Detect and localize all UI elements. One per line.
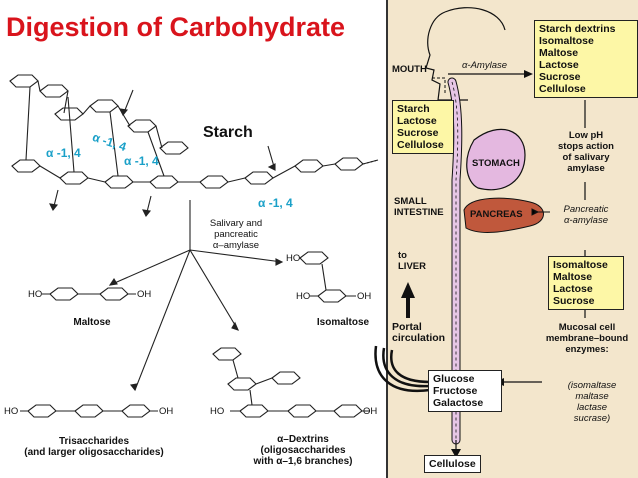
isomaltose-label: Isomaltose xyxy=(316,317,370,328)
glucose-ring xyxy=(271,371,301,385)
dextrins-label: α–Dextrins (oligosaccharides with α–1,6 … xyxy=(253,434,353,467)
to-liver-label: to LIVER xyxy=(398,250,426,272)
monosaccharides-box: Glucose Fructose Galactose xyxy=(428,370,502,412)
glucose-ring xyxy=(294,159,324,173)
glucose-ring xyxy=(287,404,317,418)
enzyme-label: Salivary and pancreatic α–amylase xyxy=(209,218,263,251)
oh-label: OH xyxy=(357,291,372,302)
glucose-ring xyxy=(27,404,57,418)
mouth-contents-box: Starch Lactose Sucrose Cellulose xyxy=(392,100,454,154)
alpha-1-4-label: α -1, 4 xyxy=(46,146,81,160)
portal-circulation-label: Portal circulation xyxy=(392,321,446,344)
disaccharides-box: Isomaltose Maltose Lactose Sucrose xyxy=(548,256,624,310)
mouth-label: MOUTH xyxy=(392,64,427,75)
oh-label: OH xyxy=(363,406,378,417)
alpha-1-4-label: α -1, 4 xyxy=(124,154,159,168)
oh-label: OH xyxy=(159,406,174,417)
ho-label: HO xyxy=(28,289,43,300)
glucose-ring xyxy=(49,287,79,301)
glucose-ring xyxy=(317,289,347,303)
pancreas-label: PANCREAS xyxy=(470,209,523,220)
ho-label: HO xyxy=(286,253,301,264)
page-title: Digestion of Carbohydrate xyxy=(6,12,346,42)
glucose-ring xyxy=(199,175,229,189)
glucose-ring xyxy=(39,84,69,98)
trisaccharides-label: Trisaccharides (and larger oligosacchari… xyxy=(24,436,164,458)
glucose-ring xyxy=(127,119,157,133)
glucose-ring xyxy=(334,157,364,171)
glucose-ring xyxy=(299,251,329,265)
maltose-label: Maltose xyxy=(73,317,111,328)
glucose-ring xyxy=(89,99,119,113)
starch-label: Starch xyxy=(203,124,253,141)
glucose-ring xyxy=(333,404,363,418)
glucose-ring xyxy=(244,171,274,185)
mucosal-enzyme-list: (isomaltase maltase lactase sucrase) xyxy=(567,380,617,424)
glucose-ring xyxy=(212,347,242,361)
low-ph-note: Low pH stops action of salivary amylase xyxy=(558,130,614,174)
glucose-ring xyxy=(9,74,39,88)
oh-label: OH xyxy=(137,289,152,300)
small-intestine-label: SMALL INTESTINE xyxy=(394,196,444,218)
glucose-ring xyxy=(59,171,89,185)
glucose-ring xyxy=(104,175,134,189)
cellulose-box: Cellulose xyxy=(424,455,481,473)
glucose-ring xyxy=(239,404,269,418)
starch-dextrins-box: Starch dextrins Isomaltose Maltose Lacto… xyxy=(534,20,638,98)
stomach-label: STOMACH xyxy=(472,158,520,169)
ho-label: HO xyxy=(4,406,19,417)
alpha-amylase-label: α-Amylase xyxy=(462,60,508,71)
glucose-ring xyxy=(99,287,129,301)
pancreatic-amylase-label: Pancreatic α-amylase xyxy=(563,204,609,226)
glucose-ring xyxy=(74,404,104,418)
glucose-ring xyxy=(121,404,151,418)
glucose-ring xyxy=(149,175,179,189)
ho-label: HO xyxy=(210,406,225,417)
alpha-1-4-label: α -1, 4 xyxy=(258,196,293,210)
glucose-ring xyxy=(227,377,257,391)
ho-label: HO xyxy=(296,291,311,302)
glucose-ring xyxy=(159,141,189,155)
mucosal-enzymes-label: Mucosal cell membrane–bound enzymes: xyxy=(545,322,629,355)
glucose-ring xyxy=(11,159,41,173)
